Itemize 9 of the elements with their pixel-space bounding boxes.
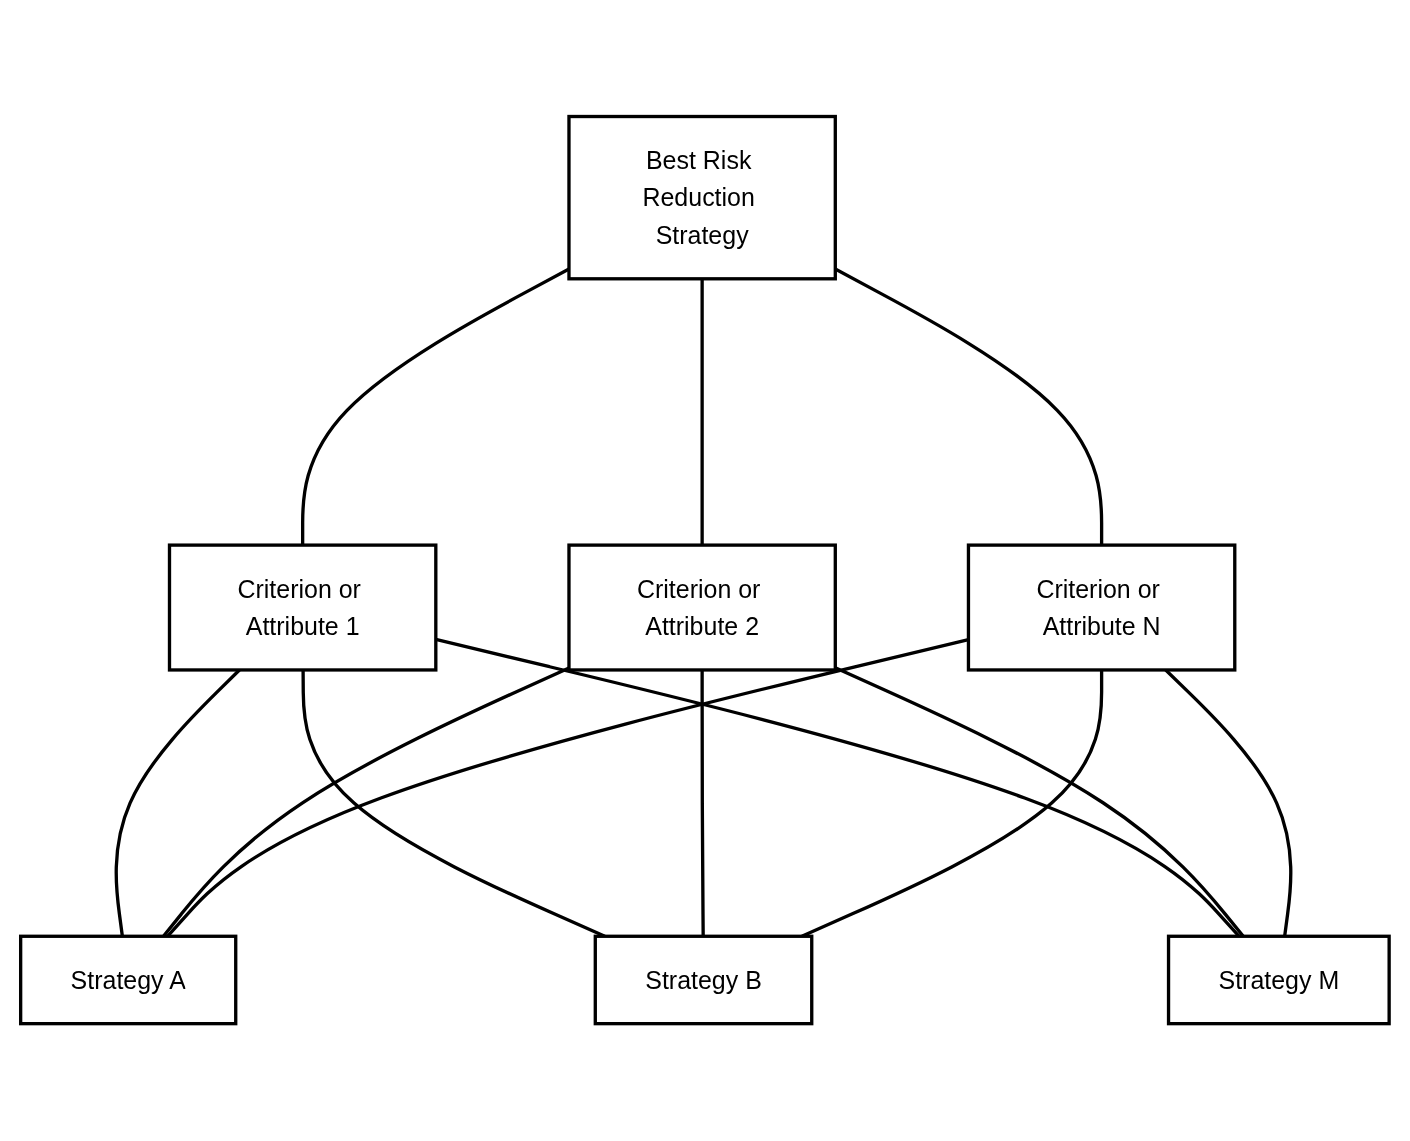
node-box: Criterion or Attribute 1: [167, 543, 438, 673]
connector: [700, 279, 704, 546]
node-box: Strategy M: [1166, 935, 1391, 1026]
node-box: Strategy B: [593, 935, 814, 1026]
node-box: Strategy A: [19, 935, 238, 1026]
node-box: Best Risk Reduction Strategy: [567, 115, 838, 281]
node-box: Criterion or Attribute 2: [567, 543, 838, 673]
node-box: Criterion or Attribute N: [966, 543, 1237, 673]
connector: [700, 670, 705, 937]
